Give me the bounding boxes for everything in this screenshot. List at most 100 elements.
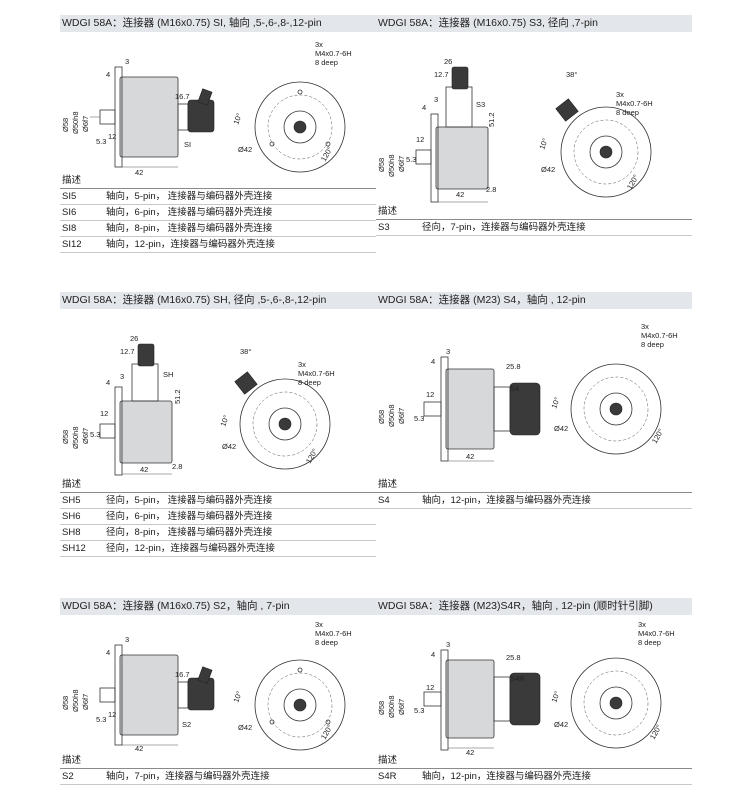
dim-length: 42 xyxy=(466,748,474,757)
table-header: 描述 xyxy=(376,478,692,493)
dim-d3: Ø6f7 xyxy=(81,428,90,444)
dim-d1: Ø58 xyxy=(61,118,70,132)
row-desc: 径向，5-pin， 连接器与编码器外壳连接 xyxy=(106,495,273,506)
panel-title: WDGI 58A：连接器 (M16x0.75) SI, 轴向 ,5-,6-,8-… xyxy=(60,15,376,32)
dimension-drawing: 42 2.8 3 4 26 12.7 51.2 12 5.3 SH Ø58 Ø5… xyxy=(61,334,335,476)
dim-d3: Ø6f7 xyxy=(397,408,406,424)
row-desc: 轴向，7-pin，连接器与编码器外壳连接 xyxy=(106,771,270,782)
table-header: 描述 xyxy=(60,478,376,493)
thread-qty: 3x xyxy=(638,620,646,629)
angle-10: 10° xyxy=(231,112,243,126)
angle-10: 10° xyxy=(218,414,230,428)
thread-depth: 8 deep xyxy=(298,378,321,387)
dim-d3: Ø6f7 xyxy=(81,694,90,710)
row-desc: 轴向，5-pin， 连接器与编码器外壳连接 xyxy=(106,191,273,202)
dim-d3: Ø6f7 xyxy=(397,699,406,715)
row-code: SH8 xyxy=(62,527,81,538)
dim-d2: Ø50h8 xyxy=(71,111,80,134)
dim-e: 5.3 xyxy=(96,715,106,724)
dim-a: 3 xyxy=(434,95,438,104)
dim-b: 4 xyxy=(106,70,110,79)
row-code: SH6 xyxy=(62,511,81,522)
dimension-drawing: 42 3 4 25.8 12 5.3 S4 Ø58 Ø50h8 Ø6f7 3x … xyxy=(377,322,678,462)
angle-38: 38° xyxy=(240,347,251,356)
table-header: 描述 xyxy=(60,174,376,189)
dim-d1: Ø58 xyxy=(377,410,386,424)
dim-c: 16.7 xyxy=(175,92,190,101)
thread-spec: M4x0.7-6H xyxy=(616,99,653,108)
thread-depth: 8 deep xyxy=(315,638,338,647)
dim-d2: Ø50h8 xyxy=(387,154,396,177)
pcd-label: Ø42 xyxy=(238,145,252,154)
angle-10: 10° xyxy=(537,137,549,151)
dim-e: 5.3 xyxy=(414,706,424,715)
angle-120: 120° xyxy=(319,145,335,163)
thread-spec: M4x0.7-6H xyxy=(315,629,352,638)
dim-length: 42 xyxy=(140,465,148,474)
drawing-si: 42 3 4 16.7 12 5.3 SI Ø58 Ø50h8 Ø6f7 3x … xyxy=(60,32,376,177)
dim-b: 4 xyxy=(431,650,435,659)
thread-spec: M4x0.7-6H xyxy=(315,49,352,58)
row-desc: 轴向，8-pin， 连接器与编码器外壳连接 xyxy=(106,223,273,234)
pcd-label: Ø42 xyxy=(554,424,568,433)
dim-c: 16.7 xyxy=(175,670,190,679)
panel-s3: WDGI 58A：连接器 (M16x0.75) S3, 径向 ,7-pin 42… xyxy=(376,15,692,236)
row-code: S2 xyxy=(62,771,74,782)
pcd-label: Ø42 xyxy=(222,442,236,451)
dim-d1: Ø58 xyxy=(61,696,70,710)
row-desc: 轴向，12-pin，连接器与编码器外壳连接 xyxy=(106,239,275,250)
dim-c3: 51.2 xyxy=(173,389,182,404)
row-desc: 轴向，6-pin， 连接器与编码器外壳连接 xyxy=(106,207,273,218)
angle-38: 38° xyxy=(566,70,577,79)
dim-e: 5.3 xyxy=(90,430,100,439)
dim-c2: 12.7 xyxy=(120,347,135,356)
row-desc: 径向，8-pin， 连接器与编码器外壳连接 xyxy=(106,527,273,538)
connector-code: S4R xyxy=(510,674,525,683)
dim-f2: 2.8 xyxy=(172,462,182,471)
dim-d1: Ø58 xyxy=(61,430,70,444)
row-desc: 轴向，12-pin，连接器与编码器外壳连接 xyxy=(422,771,591,782)
thread-depth: 8 deep xyxy=(641,340,664,349)
dim-b: 4 xyxy=(106,378,110,387)
dim-c: 26 xyxy=(444,57,452,66)
connector-code: S2 xyxy=(182,720,191,729)
dim-d1: Ø58 xyxy=(377,701,386,715)
dim-c: 25.8 xyxy=(506,362,521,371)
dim-c: 26 xyxy=(130,334,138,343)
dim-length: 42 xyxy=(456,190,464,199)
panel-title: WDGI 58A：连接器 (M23) S4，轴向 , 12-pin xyxy=(376,292,692,309)
dim-length: 42 xyxy=(466,452,474,461)
pcd-label: Ø42 xyxy=(554,720,568,729)
drawing-s4r: 42 3 4 25.8 12 5.3 S4R Ø58 Ø50h8 Ø6f7 3x… xyxy=(376,615,692,757)
panel-title: WDGI 58A：连接器 (M16x0.75) S2，轴向 , 7-pin xyxy=(60,598,376,615)
pcd-label: Ø42 xyxy=(238,723,252,732)
dim-b: 4 xyxy=(106,648,110,657)
table-row: SH8 径向，8-pin， 连接器与编码器外壳连接 xyxy=(60,525,376,541)
dim-d: 12 xyxy=(426,683,434,692)
row-desc: 径向，7-pin，连接器与编码器外壳连接 xyxy=(422,222,586,233)
dim-c: 25.8 xyxy=(506,653,521,662)
dim-d: 12 xyxy=(108,132,116,141)
dim-d2: Ø50h8 xyxy=(71,426,80,449)
row-desc: 径向，12-pin，连接器与编码器外壳连接 xyxy=(106,543,275,554)
panel-s2: WDGI 58A：连接器 (M16x0.75) S2，轴向 , 7-pin 42… xyxy=(60,598,376,785)
row-code: SH12 xyxy=(62,543,86,554)
table-header: 描述 xyxy=(60,754,376,769)
thread-depth: 8 deep xyxy=(315,58,338,67)
thread-qty: 3x xyxy=(641,322,649,331)
dim-d: 12 xyxy=(426,390,434,399)
panel-title: WDGI 58A：连接器 (M16x0.75) S3, 径向 ,7-pin xyxy=(376,15,692,32)
dim-d: 12 xyxy=(100,409,108,418)
dim-e: 5.3 xyxy=(414,414,424,423)
panel-s4r: WDGI 58A：连接器 (M23)S4R，轴向 , 12-pin (顺时针引脚… xyxy=(376,598,692,785)
dim-b: 4 xyxy=(431,357,435,366)
dim-d: 12 xyxy=(108,710,116,719)
thread-spec: M4x0.7-6H xyxy=(298,369,335,378)
